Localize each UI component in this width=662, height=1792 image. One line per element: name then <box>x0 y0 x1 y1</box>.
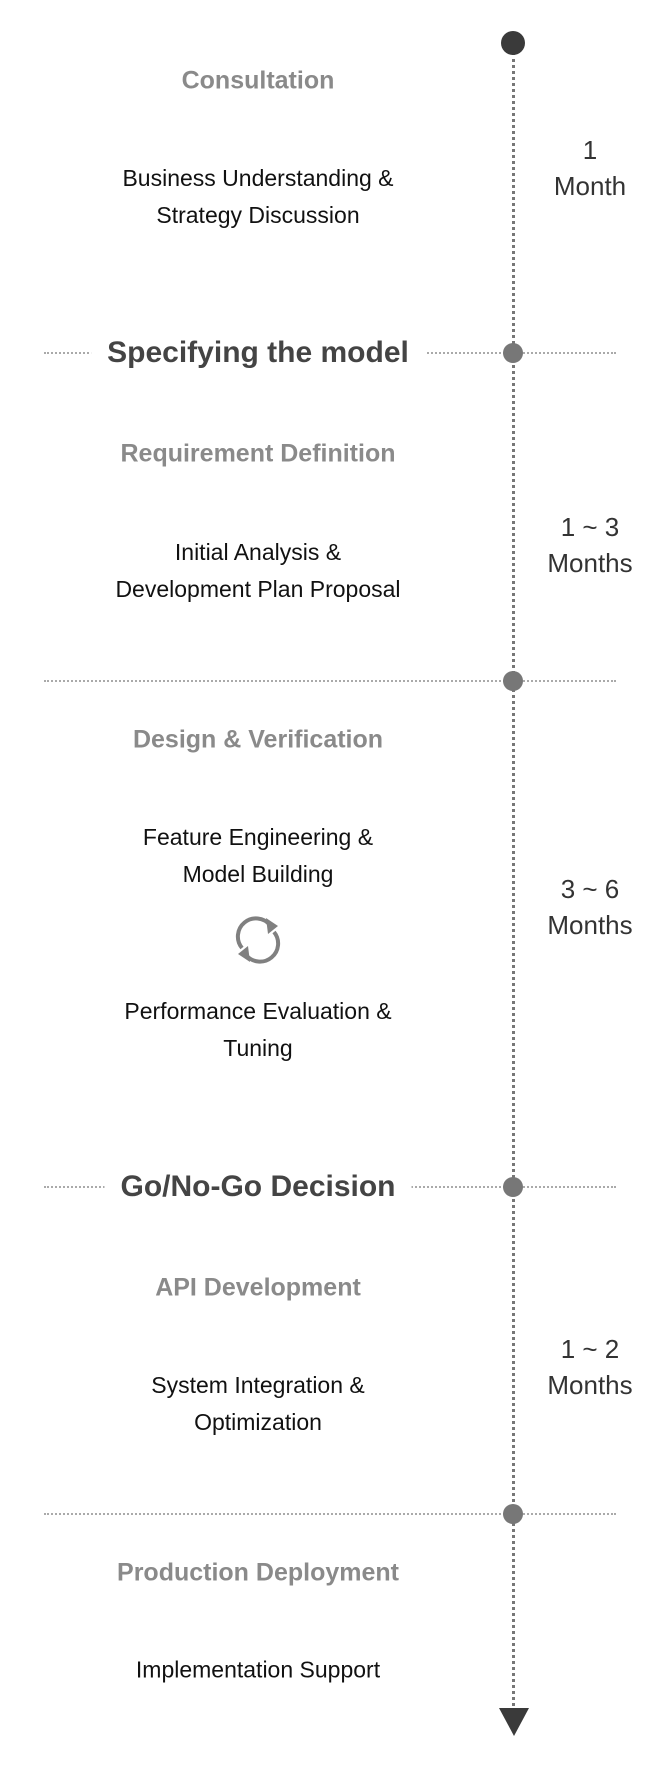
description-line: Tuning <box>223 1035 293 1061</box>
stage-duration: 1 ~ 2 Months <box>540 1331 640 1403</box>
divider <box>44 680 616 682</box>
duration-unit: Months <box>547 548 633 578</box>
description-line: Development Plan Proposal <box>115 576 401 602</box>
milestone-label: Specifying the model <box>91 336 425 370</box>
stage-description: Initial Analysis & Development Plan Prop… <box>58 534 458 608</box>
stage-title: Production Deployment <box>117 1558 399 1587</box>
stage-description: Feature Engineering & Model Building <box>58 819 458 893</box>
stage-description-secondary: Performance Evaluation & Tuning <box>58 993 458 1067</box>
timeline-axis <box>512 52 515 1712</box>
description-line: Business Understanding & <box>122 165 394 191</box>
description-line: Feature Engineering & <box>142 824 374 850</box>
duration-unit: Month <box>553 171 627 201</box>
milestone-dot <box>503 1504 523 1524</box>
duration-unit: Months <box>547 910 633 940</box>
stage-description: System Integration & Optimization <box>58 1367 458 1441</box>
duration-unit: Months <box>547 1370 633 1400</box>
timeline-start-dot <box>501 31 525 55</box>
refresh-cycle-icon <box>228 910 288 970</box>
stage-title: API Development <box>155 1273 361 1302</box>
description-line: Optimization <box>194 1409 322 1435</box>
duration-value: 1 ~ 2 <box>560 1334 620 1364</box>
description-line: Strategy Discussion <box>156 202 360 228</box>
description-line: System Integration & <box>151 1372 365 1398</box>
description-line: Performance Evaluation & <box>124 998 392 1024</box>
stage-description: Business Understanding & Strategy Discus… <box>58 160 458 234</box>
milestone-dot <box>503 343 523 363</box>
timeline-end-arrow-icon <box>499 1708 529 1736</box>
stage-title: Requirement Definition <box>120 439 396 468</box>
divider <box>44 1513 616 1515</box>
milestone-dot <box>503 671 523 691</box>
duration-value: 3 ~ 6 <box>560 874 620 904</box>
stage-duration: 1 Month <box>540 132 640 204</box>
milestone-label: Go/No-Go Decision <box>104 1170 412 1204</box>
description-line: Implementation Support <box>135 1656 381 1683</box>
stage-duration: 1 ~ 3 Months <box>540 509 640 581</box>
duration-value: 1 <box>582 135 598 165</box>
stage-description: Implementation Support <box>58 1652 458 1689</box>
milestone-dot <box>503 1177 523 1197</box>
description-line: Model Building <box>182 861 334 887</box>
duration-value: 1 ~ 3 <box>560 512 620 542</box>
stage-title: Design & Verification <box>132 725 384 754</box>
description-line: Initial Analysis & <box>174 539 342 565</box>
stage-duration: 3 ~ 6 Months <box>540 871 640 943</box>
stage-title: Consultation <box>181 66 335 95</box>
